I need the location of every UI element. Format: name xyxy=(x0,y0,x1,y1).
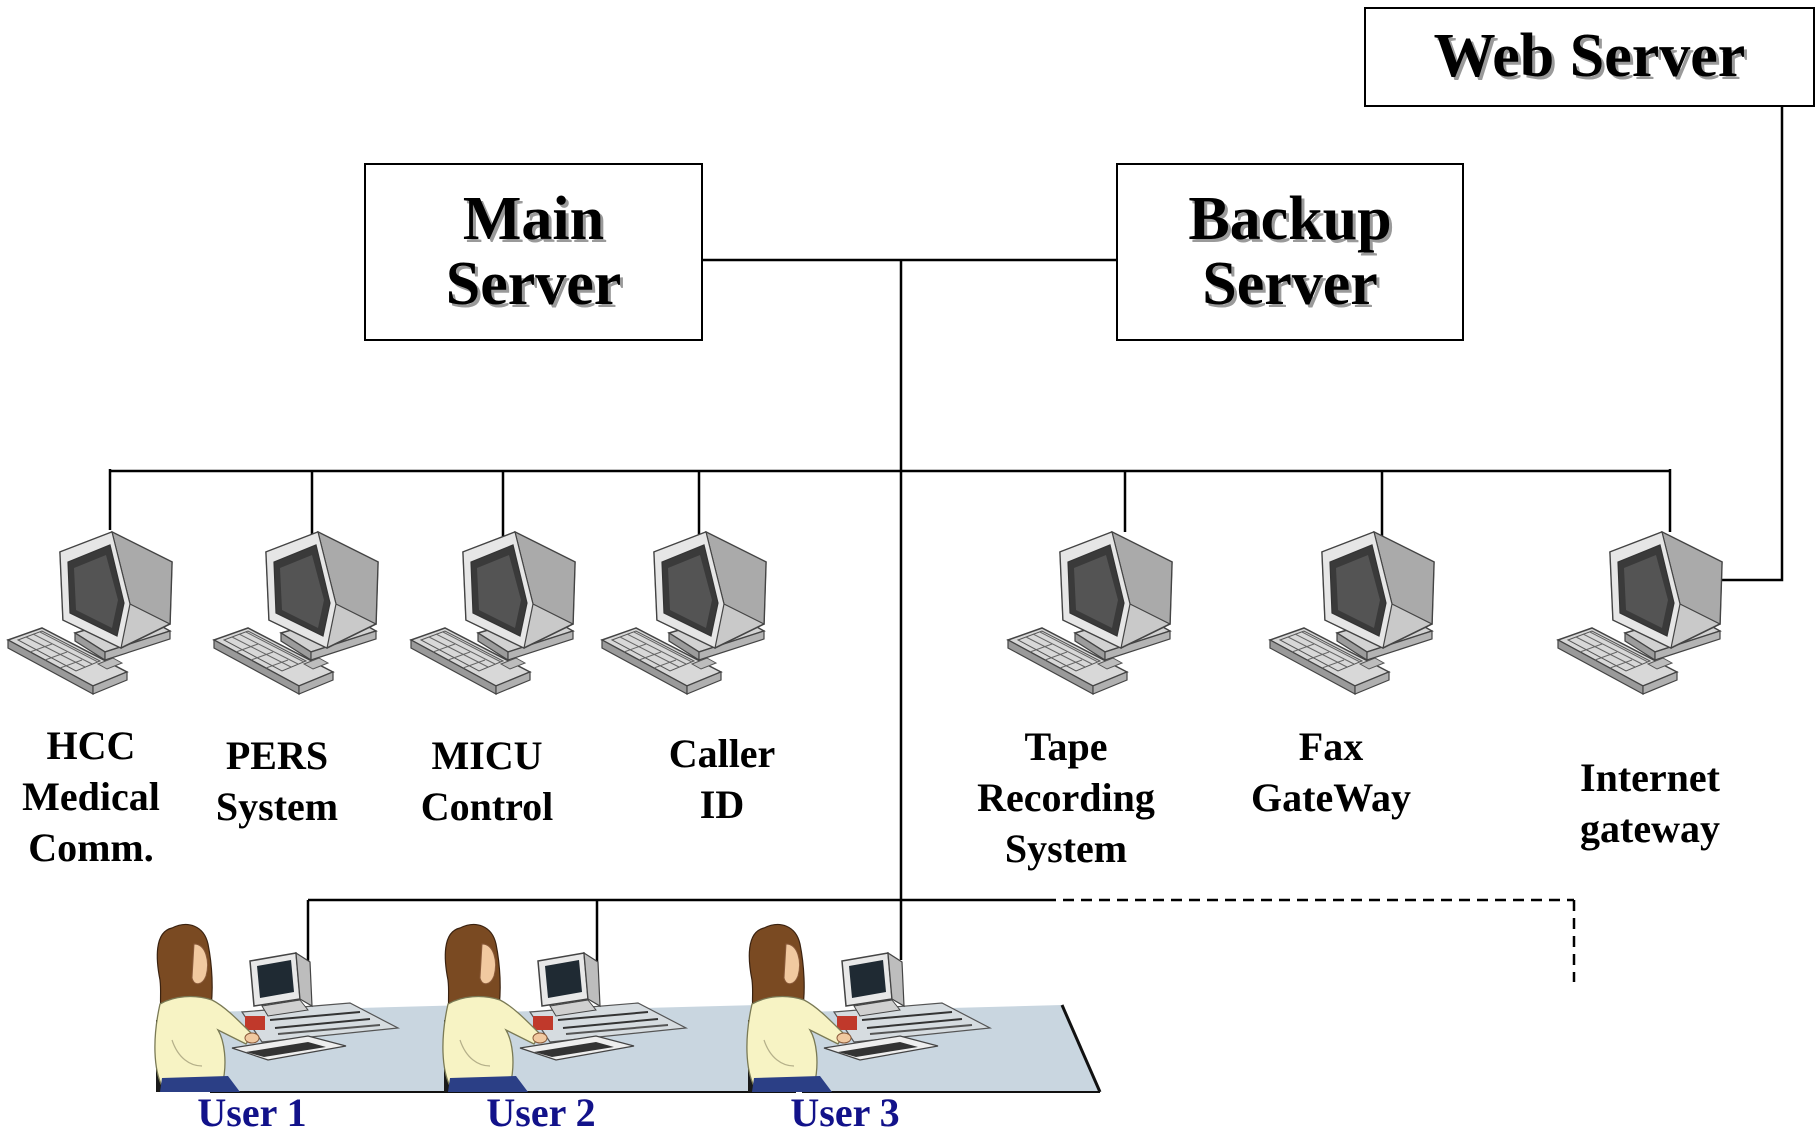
operator-workstation-icon xyxy=(441,923,798,1094)
backup-server-box: Backup Server xyxy=(1116,163,1464,341)
user-label-2: User 2 xyxy=(486,1090,596,1135)
main-server-box: Main Server xyxy=(364,163,703,341)
node-label-line: System xyxy=(215,784,339,829)
backup-server-label-line-1: Backup xyxy=(1188,184,1392,253)
web-server-link xyxy=(1718,106,1784,582)
node-label-fax: Fax GateWay xyxy=(1251,721,1411,823)
node-label-line: Caller xyxy=(668,731,776,776)
node-label-internet: Internet gateway xyxy=(1580,752,1720,854)
computer-icon xyxy=(1007,531,1173,695)
web-server-box: Web Server xyxy=(1364,7,1815,107)
node-label-line: Medical xyxy=(22,774,160,819)
node-label-line: ID xyxy=(699,782,745,827)
computer-icon xyxy=(213,531,379,695)
node-label-line: Recording xyxy=(977,775,1155,820)
node-label-line: gateway xyxy=(1580,806,1720,851)
computer-icon xyxy=(601,531,767,695)
node-label-tape: Tape Recording System xyxy=(977,721,1155,874)
computer-icon xyxy=(1269,531,1435,695)
node-label-pers: PERS System xyxy=(216,730,338,832)
node-label-line: PERS xyxy=(225,733,329,778)
user-label-3: User 3 xyxy=(790,1090,900,1135)
node-label-line: Comm. xyxy=(28,825,154,870)
main-server-label-line-2: Server xyxy=(445,250,622,318)
node-label-line: Fax xyxy=(1298,724,1364,769)
user-label-1: User 1 xyxy=(197,1090,307,1135)
node-label-micu: MICU Control xyxy=(421,730,554,832)
computer-icon xyxy=(7,531,173,695)
network-links xyxy=(108,106,1784,982)
node-label-line: Internet xyxy=(1580,755,1720,800)
main-server-label-line-1: Main xyxy=(462,184,605,253)
web-server-label: Web Server xyxy=(1433,22,1746,91)
node-label-line: System xyxy=(1004,826,1128,871)
node-label-line: Tape xyxy=(1024,724,1108,769)
computer-icon xyxy=(410,531,576,695)
backup-server-label-line-2: Server xyxy=(1202,250,1378,318)
operator-workstation-icon xyxy=(745,923,1102,1094)
node-label-line: MICU xyxy=(431,733,543,778)
computer-icon xyxy=(1557,531,1723,695)
node-label-hcc: HCC Medical Comm. xyxy=(22,720,160,873)
node-label-line: HCC xyxy=(46,723,136,768)
node-label-caller: Caller ID xyxy=(669,728,776,830)
node-label-line: Control xyxy=(420,784,554,829)
node-label-line: GateWay xyxy=(1251,775,1411,820)
